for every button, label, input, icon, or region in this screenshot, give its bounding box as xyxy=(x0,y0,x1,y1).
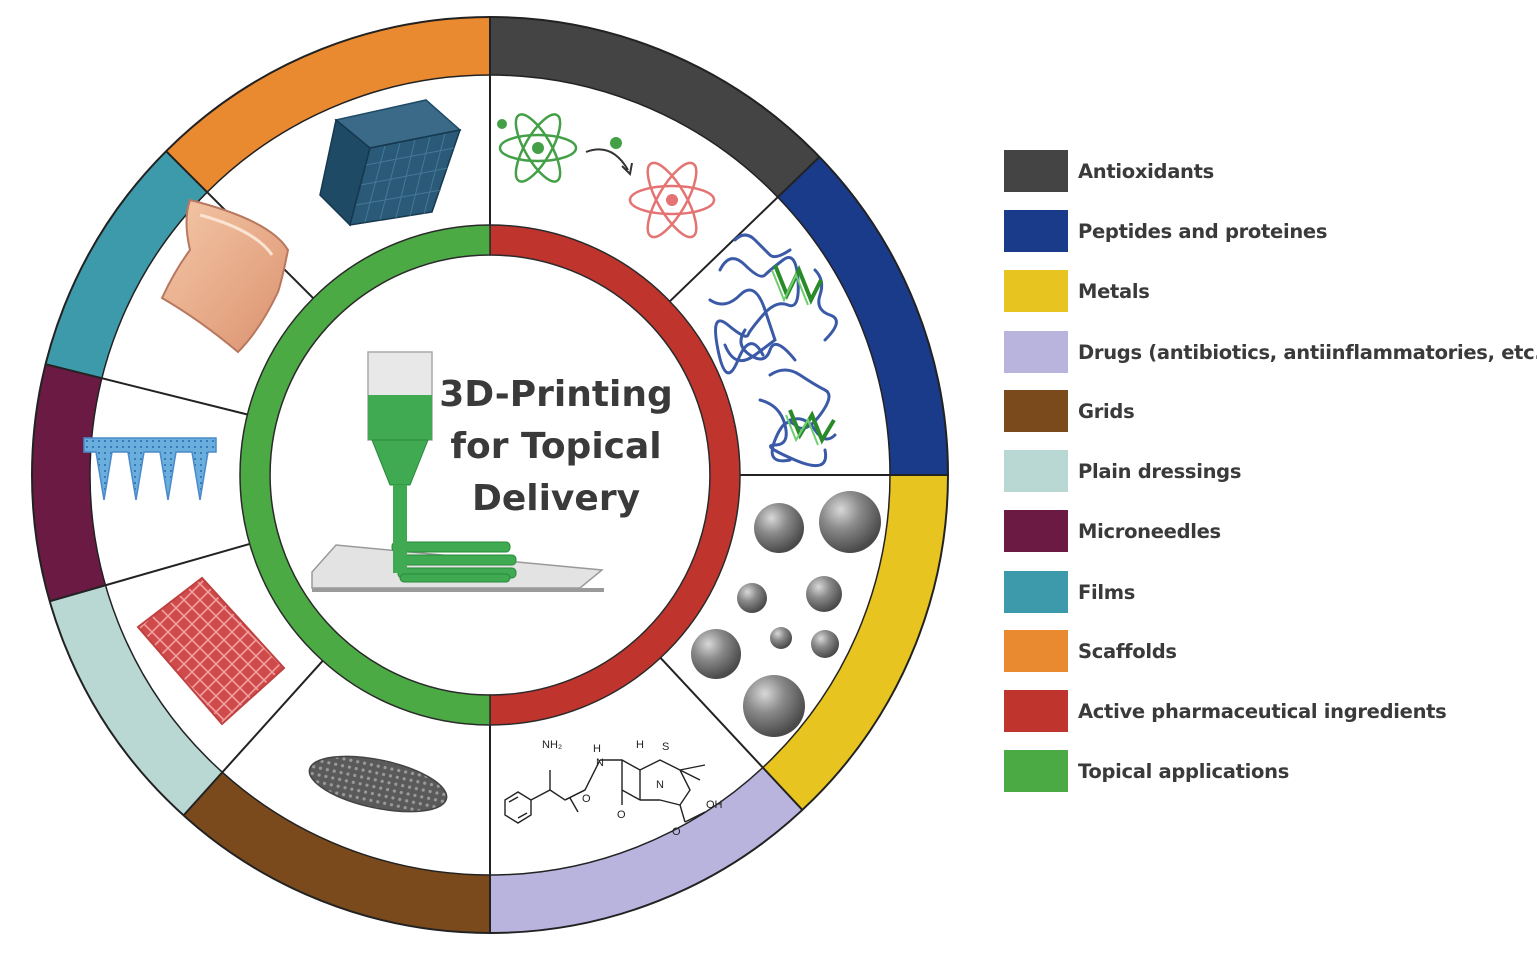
legend-swatch xyxy=(1004,750,1068,792)
legend-item: Scaffolds xyxy=(1004,630,1177,672)
svg-text:Delivery: Delivery xyxy=(472,478,640,519)
legend-item: Films xyxy=(1004,571,1135,613)
legend-item: Grids xyxy=(1004,390,1135,432)
legend-swatch xyxy=(1004,331,1068,373)
printer-nozzle-icon xyxy=(311,351,604,592)
inner-ring-active-ingredients xyxy=(489,224,741,726)
legend-label: Scaffolds xyxy=(1078,639,1177,663)
protein-structure-illustration xyxy=(708,233,838,468)
legend-label: Active pharmaceutical ingredients xyxy=(1078,699,1447,723)
ring-segment-antioxidants xyxy=(490,17,820,198)
metal-sphere xyxy=(743,675,805,737)
ring-segment-drugs xyxy=(490,767,803,933)
svg-text:OH: OH xyxy=(706,799,723,811)
metal-sphere xyxy=(754,503,804,553)
metal-sphere xyxy=(737,583,767,613)
legend-label: Topical applications xyxy=(1078,759,1289,783)
legend-item: Drugs (antibiotics, antiinflammatories, … xyxy=(1004,331,1537,373)
svg-text:H: H xyxy=(593,743,601,755)
svg-text:N: N xyxy=(656,779,664,791)
grid-mesh-illustration xyxy=(308,755,448,813)
legend-item: Topical applications xyxy=(1004,750,1289,792)
scaffold-cube-illustration xyxy=(319,99,462,227)
legend-swatch xyxy=(1004,270,1068,312)
legend-label: Plain dressings xyxy=(1078,459,1242,483)
legend-item: Plain dressings xyxy=(1004,450,1241,492)
legend-label: Metals xyxy=(1078,279,1150,303)
legend-swatch xyxy=(1004,150,1068,192)
ring-segment-metals xyxy=(762,475,948,810)
svg-text:for Topical: for Topical xyxy=(450,426,661,467)
film-illustration xyxy=(160,198,290,354)
ring-segment-scaffolds xyxy=(166,17,491,193)
metal-sphere xyxy=(691,629,741,679)
segment-dividers xyxy=(45,17,948,933)
svg-text:N: N xyxy=(596,757,604,769)
ring-segment-grids xyxy=(183,772,490,933)
legend-swatch xyxy=(1004,690,1068,732)
ring-segment-plain-dressings xyxy=(49,585,223,816)
svg-text:O: O xyxy=(617,809,626,821)
legend-label: Grids xyxy=(1078,399,1135,423)
ring-segment-films xyxy=(45,151,208,379)
delivery-wheel-diagram: NH₂ H N H S N O O O OH xyxy=(31,16,949,934)
metal-nanoparticles-illustration xyxy=(691,491,881,737)
segment-divider xyxy=(45,363,248,416)
inner-ring-topical-applications xyxy=(239,224,491,726)
svg-text:O: O xyxy=(672,826,681,838)
legend-item: Microneedles xyxy=(1004,510,1221,552)
metal-sphere xyxy=(819,491,881,553)
legend-label: Antioxidants xyxy=(1078,159,1214,183)
microneedle-patch-illustration xyxy=(83,437,217,501)
plain-dressing-illustration xyxy=(136,576,286,726)
metal-sphere xyxy=(770,627,792,649)
legend-label: Films xyxy=(1078,580,1136,604)
segment-divider xyxy=(49,542,250,603)
legend-swatch xyxy=(1004,571,1068,613)
legend-label: Peptides and proteines xyxy=(1078,219,1328,243)
svg-text:3D-Printing: 3D-Printing xyxy=(439,374,673,415)
center-title: 3D-Printing for Topical Delivery xyxy=(439,374,673,519)
legend-swatch xyxy=(1004,210,1068,252)
segment-divider xyxy=(182,660,324,817)
svg-text:S: S xyxy=(662,741,669,753)
legend-swatch xyxy=(1004,390,1068,432)
segment-divider xyxy=(669,156,821,303)
metal-sphere xyxy=(811,630,839,658)
legend-swatch xyxy=(1004,630,1068,672)
penicillin-labels: NH₂ H N H S N O O O OH xyxy=(542,739,723,838)
legend-item: Active pharmaceutical ingredients xyxy=(1004,690,1447,732)
legend-swatch xyxy=(1004,510,1068,552)
legend-swatch xyxy=(1004,450,1068,492)
svg-text:NH₂: NH₂ xyxy=(542,739,562,751)
legend-label: Microneedles xyxy=(1078,519,1221,543)
legend-item: Peptides and proteines xyxy=(1004,210,1327,252)
metal-sphere xyxy=(806,576,842,612)
legend-item: Metals xyxy=(1004,270,1150,312)
ring-segment-peptides xyxy=(777,156,948,475)
legend-item: Antioxidants xyxy=(1004,150,1214,192)
ring-segment-microneedles xyxy=(32,364,106,602)
svg-text:H: H xyxy=(636,739,644,751)
inner-category-ring xyxy=(239,224,741,726)
penicillin-molecule-illustration xyxy=(504,759,706,824)
segment-divider xyxy=(659,657,804,811)
svg-text:O: O xyxy=(582,793,591,805)
legend-label: Drugs (antibiotics, antiinflammatories, … xyxy=(1078,340,1537,364)
